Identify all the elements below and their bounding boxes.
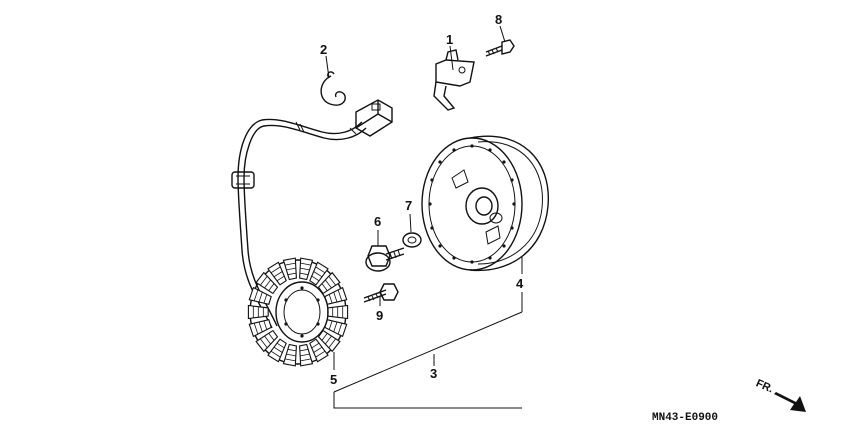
leader-8	[499, 25, 506, 43]
callout-6: 6	[374, 214, 381, 229]
stator-bolt	[363, 283, 399, 303]
stator-winding-line	[313, 346, 323, 353]
stator-winding-line	[315, 350, 326, 358]
callout-3: 3	[430, 366, 437, 381]
stator-winding-line	[276, 342, 285, 349]
stator-winding-line	[333, 321, 338, 333]
flange-bolt	[365, 245, 405, 272]
stator-tooth	[255, 329, 279, 353]
leader-2	[325, 55, 330, 79]
stator-winding-line	[286, 267, 296, 271]
stator-tooth	[309, 261, 329, 286]
stator-winding-line	[263, 294, 268, 304]
stator-winding-line	[273, 346, 283, 353]
flywheel-rotor	[421, 135, 549, 272]
stator-winding-line	[337, 322, 343, 335]
stator-winding-line	[268, 283, 275, 291]
stator-winding-line	[299, 272, 309, 276]
stator-winding-line	[259, 338, 268, 349]
bolt-8	[485, 39, 515, 57]
stator-tooth	[309, 338, 329, 363]
stator-winding-line	[299, 348, 309, 352]
callout-2: 2	[320, 42, 327, 57]
washer	[402, 232, 422, 248]
arrow-right-down-icon	[774, 392, 806, 412]
stator-winding-line	[253, 289, 259, 302]
stator-winding-line	[313, 271, 323, 278]
wire-connector	[355, 99, 393, 137]
stator-winding-line	[284, 262, 296, 266]
stator-tooth	[267, 338, 287, 363]
stator-winding-line	[287, 272, 297, 276]
stator-winding-line	[300, 262, 312, 266]
stator-winding-line	[321, 283, 328, 291]
stator-winding-line	[264, 279, 272, 289]
wire-clip	[320, 71, 346, 106]
stator-winding-line	[328, 275, 337, 286]
stator-winding-line	[324, 279, 332, 289]
stator-tooth	[282, 257, 297, 281]
stator-winding-line	[258, 291, 263, 303]
stator-winding-line	[337, 289, 343, 302]
callout-5: 5	[330, 372, 337, 387]
assembly-bracket-3	[333, 292, 523, 409]
stator-winding-line	[300, 353, 310, 357]
stator-tooth	[299, 343, 314, 367]
stator-winding-line	[270, 350, 281, 358]
stator-tooth	[282, 343, 297, 367]
stator	[247, 257, 349, 367]
stator-winding-line	[328, 294, 333, 304]
stator-winding-line	[311, 275, 320, 282]
stator-winding-line	[268, 333, 275, 341]
figure-code: MN43-E0900	[652, 412, 718, 424]
stator-winding-line	[270, 266, 281, 274]
stator-winding-line	[324, 335, 332, 345]
stator-winding-line	[286, 353, 296, 357]
stator-winding-line	[253, 322, 259, 335]
stator-winding-line	[284, 358, 296, 362]
stator-tooth	[255, 271, 279, 295]
stator-winding-line	[273, 271, 283, 278]
stator-winding-line	[300, 267, 310, 271]
stator-winding-line	[315, 266, 326, 274]
stator-winding-line	[321, 333, 328, 341]
stator-winding-line	[264, 335, 272, 345]
stator-winding-line	[328, 320, 333, 330]
wire-harness	[231, 118, 367, 329]
callout-4: 4	[516, 276, 524, 291]
stator-winding-line	[311, 342, 320, 349]
leader-7	[409, 213, 412, 233]
stator-winding-line	[333, 291, 338, 303]
callout-9: 9	[376, 308, 383, 323]
stator-winding-line	[259, 275, 268, 286]
leader-1	[449, 45, 454, 71]
bracket	[433, 49, 475, 111]
callout-8: 8	[495, 12, 502, 27]
stator-tooth	[267, 261, 287, 286]
stator-tooth	[299, 257, 314, 281]
stator-winding-line	[258, 321, 263, 333]
stator-winding-line	[263, 320, 268, 330]
stator-winding-line	[300, 358, 312, 362]
callout-1: 1	[446, 32, 453, 47]
stator-winding-line	[276, 275, 285, 282]
stator-winding-line	[287, 348, 297, 352]
direction-label: FR.	[754, 377, 775, 395]
callout-7: 7	[405, 198, 412, 213]
stator-tooth	[317, 329, 341, 353]
stator-winding-line	[328, 338, 337, 349]
